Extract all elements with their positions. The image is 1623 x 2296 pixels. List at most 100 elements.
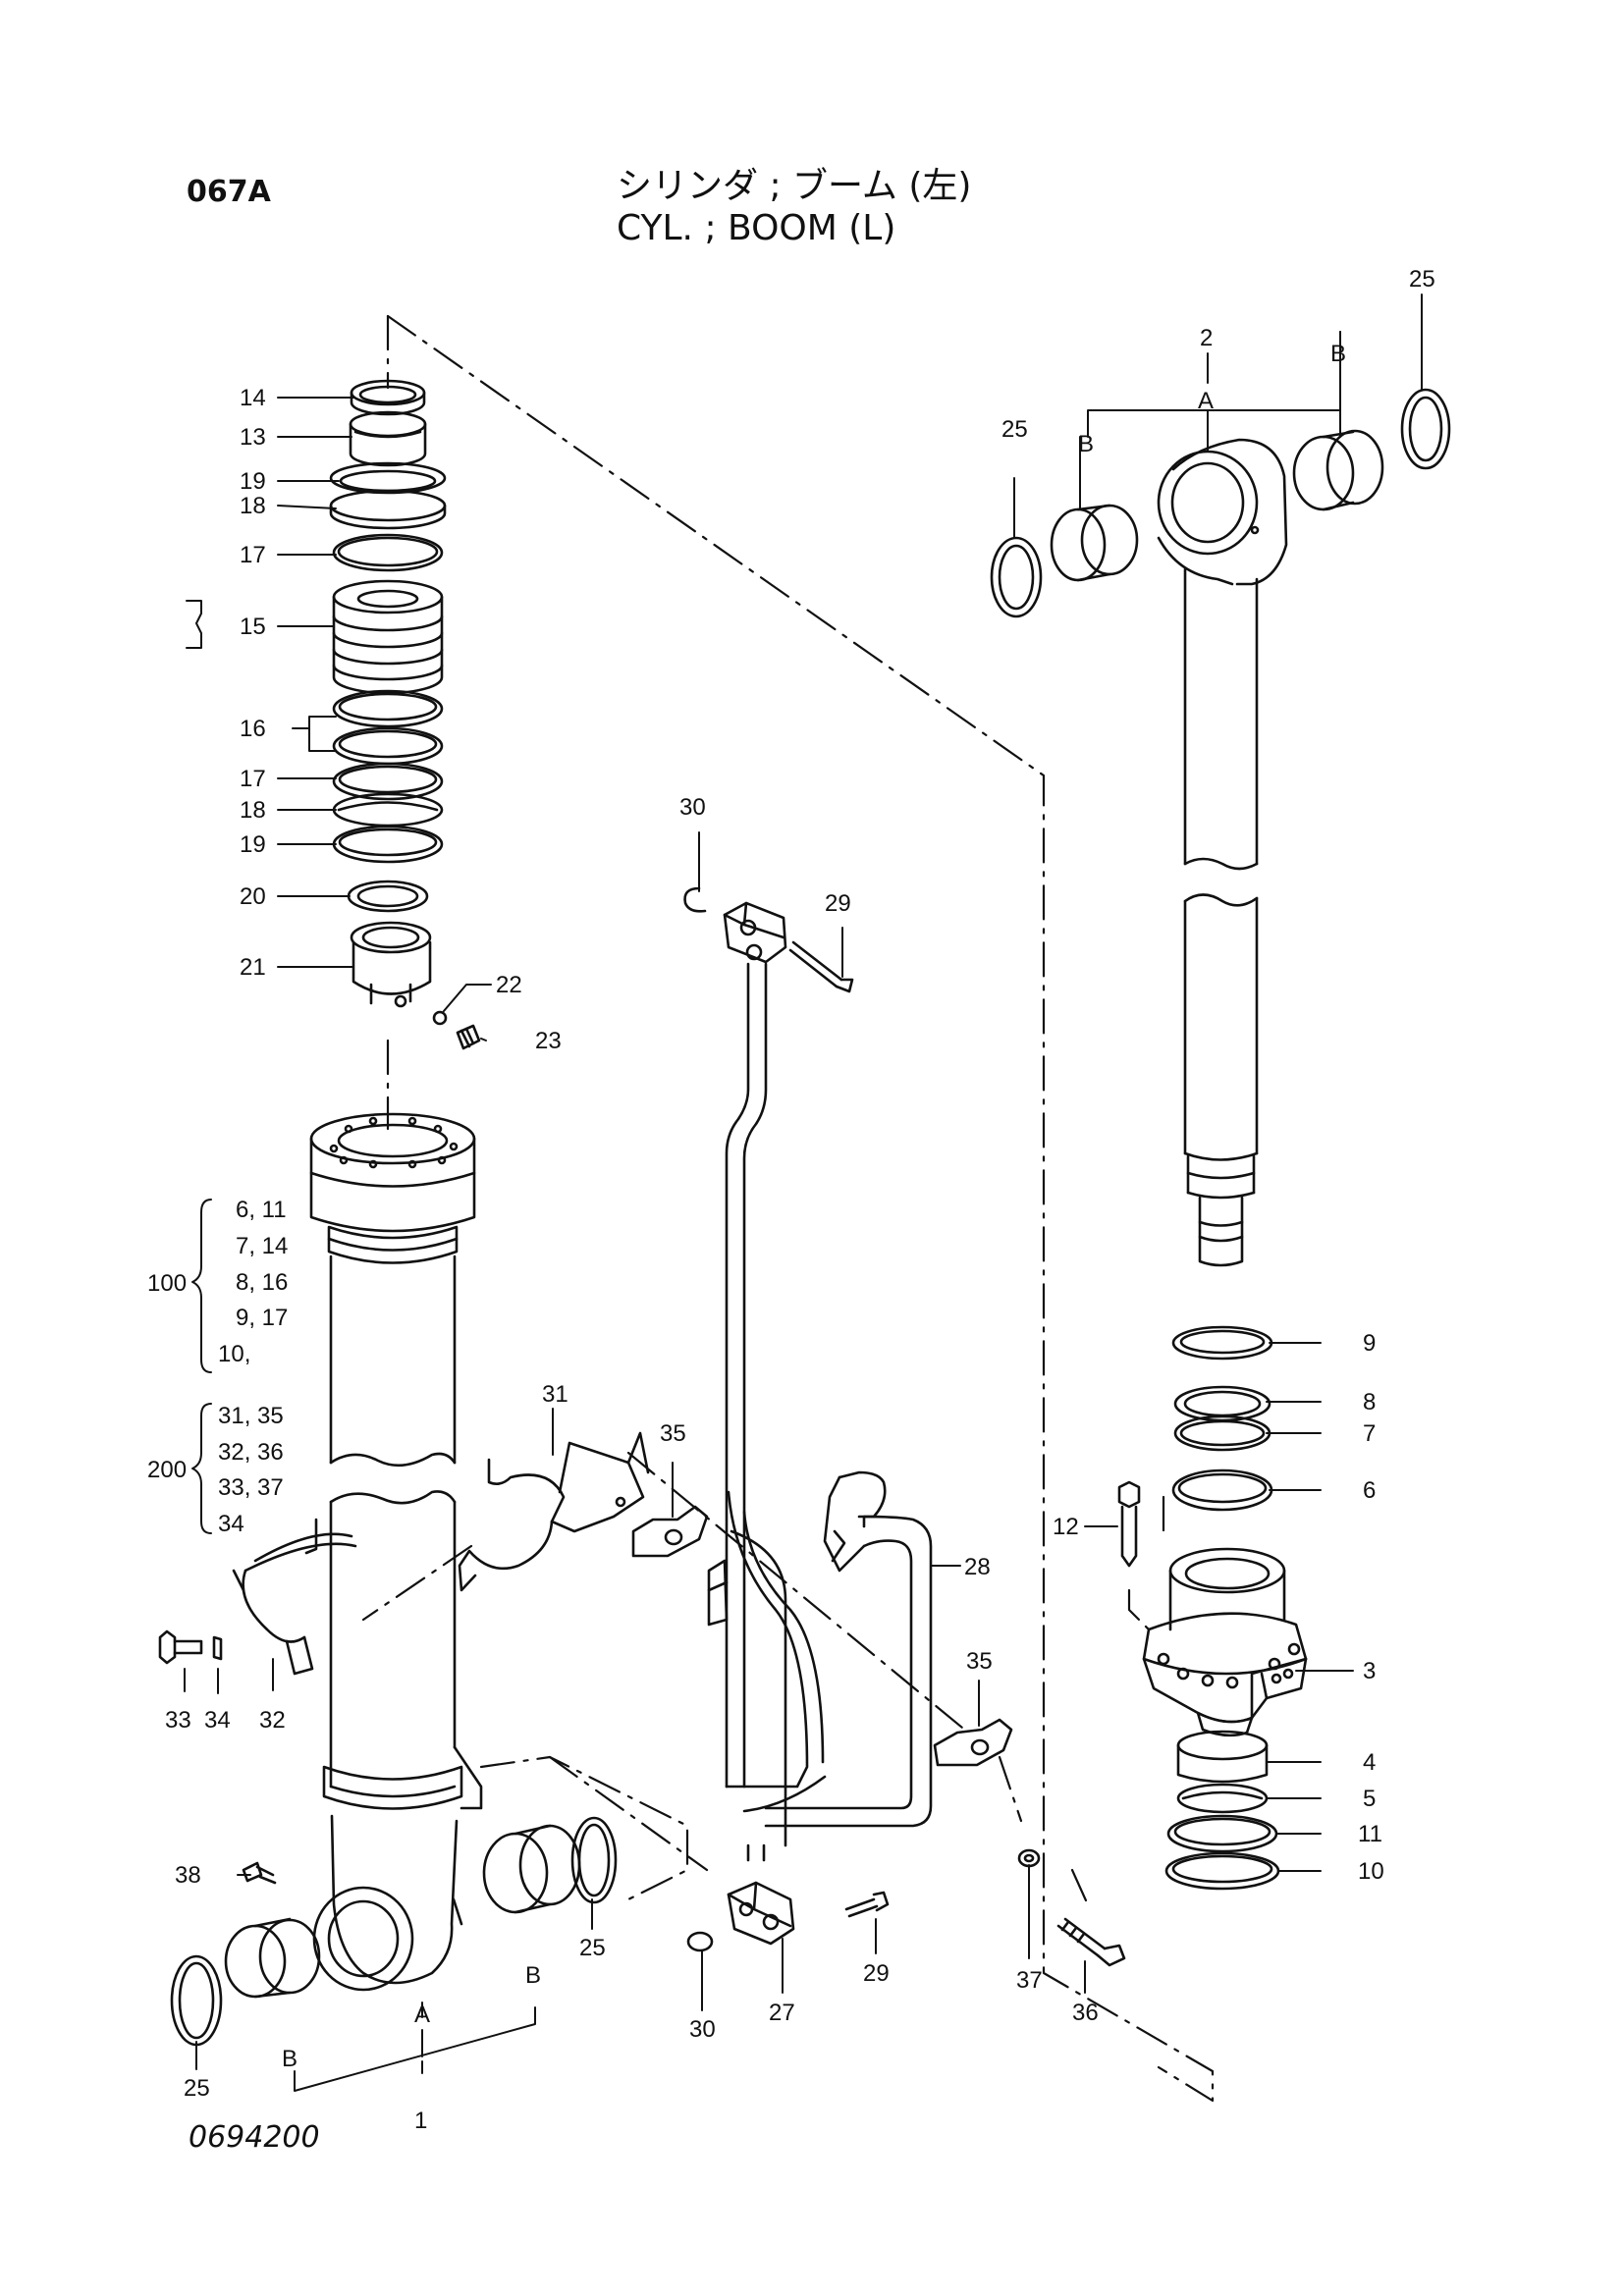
callout-2: 2 [1200, 325, 1213, 351]
callout-30: 30 [689, 2016, 716, 2043]
part-B-bushing-rod-left [1050, 504, 1139, 582]
label-B-left-2: B [525, 1962, 541, 1989]
label-B-rod-right: B [1330, 341, 1346, 367]
part-17-18-19-lower-rings [332, 762, 444, 864]
part-9-ring [1171, 1325, 1273, 1361]
kit-200-item: 32, 36 [218, 1439, 284, 1466]
callout-18: 18 [240, 493, 266, 519]
cylinder-tube [322, 1225, 483, 1810]
callout-18: 18 [240, 797, 266, 824]
part-25-seal-rod-right [1400, 388, 1451, 470]
part-3-rod-cover [1142, 1547, 1308, 1737]
callout-25: 25 [1409, 266, 1435, 293]
part-35-clamp-upper [631, 1505, 709, 1558]
part-16-rings [332, 689, 444, 766]
part-21-nut [350, 921, 432, 1008]
part-15-piston [332, 579, 444, 695]
kit-100-item: 9, 17 [236, 1305, 288, 1331]
callout-25: 25 [1001, 416, 1028, 443]
part-4-bushing [1176, 1730, 1269, 1784]
title-japanese: シリンダ ; ブーム (左) [617, 166, 972, 206]
callout-22: 22 [496, 972, 522, 998]
leader-lines [184, 294, 1423, 2092]
callout-23: 23 [535, 1028, 562, 1054]
part-20-washer [347, 880, 429, 913]
part-5-ring [1176, 1783, 1269, 1814]
callout-20: 20 [240, 883, 266, 910]
callout-13: 13 [240, 424, 266, 451]
kit-100-item: 6, 11 [236, 1197, 287, 1223]
part-B-bushing-left [224, 1917, 321, 1999]
drawing-number: 0694200 [189, 2120, 320, 2155]
part-29-bolt-top [788, 940, 854, 993]
part-17-upper-ring [332, 533, 444, 572]
callout-labels: 14 13 19 18 17 15 16 17 18 19 20 21 22 2… [147, 266, 1435, 2134]
part-30-oring-bottom [686, 1931, 714, 1952]
part-13-bushing [349, 410, 427, 467]
callout-37: 37 [1016, 1967, 1043, 1994]
label-A-rod: A [1198, 388, 1214, 414]
callout-25: 25 [579, 1935, 606, 1961]
part-33-bolt [158, 1629, 203, 1665]
callout-33: 33 [165, 1707, 191, 1734]
callout-15: 15 [240, 614, 266, 640]
callout-6: 6 [1363, 1477, 1376, 1504]
callout-3: 3 [1363, 1658, 1376, 1684]
part-6-ring [1171, 1468, 1273, 1512]
callout-30: 30 [679, 794, 706, 821]
callout-34: 34 [204, 1707, 231, 1734]
part-7-ring [1173, 1415, 1271, 1452]
piston-rod [1183, 567, 1259, 1267]
part-10-ring [1164, 1851, 1280, 1891]
part-22-ball [432, 1010, 448, 1026]
part-36-bolt [1056, 1917, 1126, 1967]
part-34-washer [212, 1635, 223, 1661]
callout-17: 17 [240, 542, 266, 568]
callout-36: 36 [1072, 2000, 1099, 2026]
part-28-pipe [707, 962, 933, 1862]
part-B-bushing-right [482, 1824, 581, 1914]
callout-7: 7 [1363, 1420, 1376, 1447]
part-38-grease-nipple [242, 1861, 277, 1885]
kit-100-item: 8, 16 [236, 1269, 288, 1296]
cylinder-head-flange [309, 1112, 476, 1233]
kit-100-item: 10, [218, 1341, 250, 1367]
callout-11: 11 [1358, 1821, 1382, 1847]
part-25-seal-left [170, 1954, 223, 2047]
callout-32: 32 [259, 1707, 286, 1734]
kit-200-label: 200 [147, 1457, 187, 1483]
kit-200-item: 31, 35 [218, 1403, 284, 1429]
callout-38: 38 [175, 1862, 201, 1889]
part-19-18-upper-rings [329, 461, 447, 530]
part-30-oring-top [683, 886, 707, 913]
label-B-left: B [282, 2046, 298, 2072]
part-25-seal-right [570, 1816, 618, 1904]
part-31-bracket [458, 1431, 650, 1592]
callout-35: 35 [660, 1420, 686, 1447]
kit-100-item: 7, 14 [236, 1233, 288, 1259]
kit-200-item: 33, 37 [218, 1474, 284, 1501]
pipe-block-top [723, 901, 787, 964]
callout-9: 9 [1363, 1330, 1376, 1357]
part-14-ring [350, 379, 426, 416]
kit-brackets [191, 1199, 212, 1534]
part-29-bolt-bottom [844, 1891, 890, 1918]
callout-29: 29 [863, 1960, 890, 1987]
callout-28: 28 [964, 1554, 991, 1580]
callout-12: 12 [1053, 1514, 1079, 1540]
part-23-set-screw [456, 1024, 481, 1050]
callout-8: 8 [1363, 1389, 1376, 1415]
callout-14: 14 [240, 385, 266, 411]
label-B-rod-left: B [1078, 431, 1094, 457]
part-35-clamp-lower [933, 1718, 1013, 1767]
part-25-seal-rod-left [990, 536, 1043, 618]
callout-31: 31 [542, 1381, 568, 1408]
callout-25: 25 [184, 2075, 210, 2102]
part-B-bushing-rod-right [1292, 429, 1384, 511]
rod-eye [1157, 438, 1288, 586]
callout-29: 29 [825, 890, 851, 917]
callout-17: 17 [240, 766, 266, 792]
part-12-bolt [1117, 1480, 1141, 1568]
title-english: CYL. ; BOOM (L) [617, 208, 896, 248]
